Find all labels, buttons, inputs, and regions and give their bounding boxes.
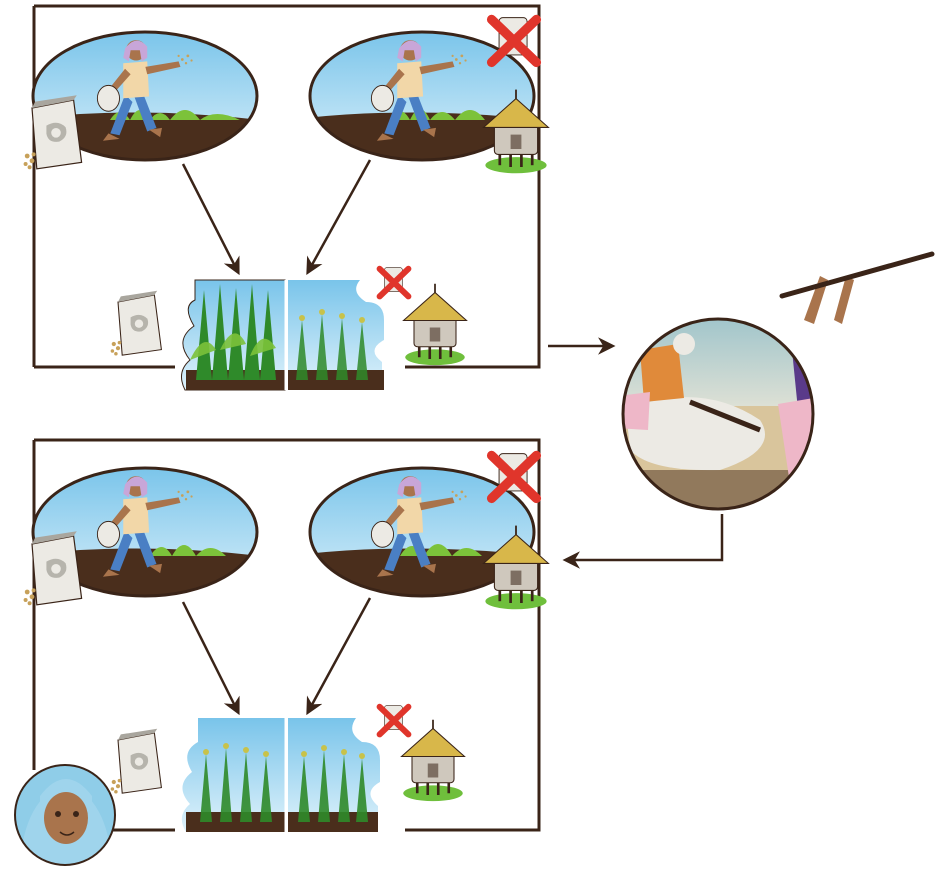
arrow-back-to-panel [562,514,724,569]
arrow-down-left [181,601,240,716]
sowing-scene-left [22,466,259,606]
maize-field-icon [181,718,380,832]
maize-field-icon [180,279,384,391]
sowing-scene-right [308,454,550,611]
red-cross-icon [380,268,409,297]
sowing-scene-right [308,18,550,175]
seed-bag-icon [109,290,163,357]
red-cross-icon [492,454,537,499]
arrow-down-right [306,597,372,716]
red-cross-icon [492,18,537,63]
arrow-down-left [181,163,240,276]
top-panel-frame [34,4,541,369]
seed-bag-icon [109,728,163,795]
bottom-panel-frame [34,438,541,832]
red-cross-icon [380,706,409,735]
child-portrait-icon [14,764,116,866]
seed-bag-icon [22,94,83,170]
granary-icon [400,718,466,803]
granary-icon [402,282,468,367]
bottom-panel [22,438,550,832]
seed-bag-icon [22,530,83,606]
sowing-scene-left [22,30,259,170]
threshing-scene-icon [621,251,935,511]
maize-field-result [109,706,466,832]
top-panel [22,4,550,391]
maize-field-result [109,268,468,391]
arrow-down-right [306,159,372,276]
